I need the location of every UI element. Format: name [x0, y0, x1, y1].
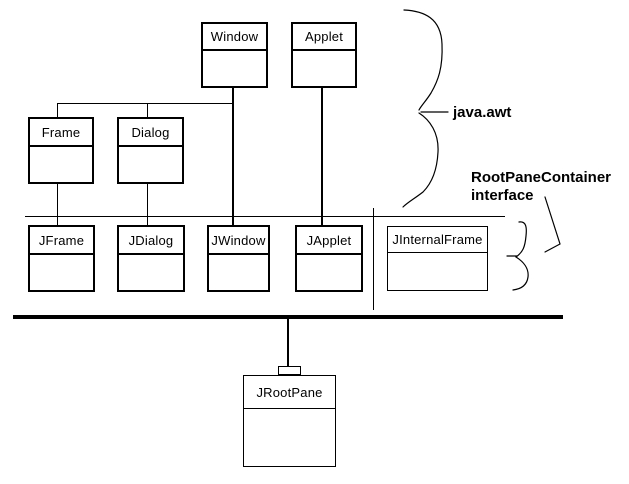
class-box-frame: Frame [28, 117, 94, 184]
rootpanecontainer-label-line2: interface [471, 187, 534, 204]
connector-window-children [57, 103, 233, 104]
class-box-jwindow: JWindow [207, 225, 270, 292]
jrootpane-attachment-rect [278, 366, 301, 375]
connector-applet-to-japplet [321, 88, 323, 225]
class-box-window: Window [201, 22, 268, 88]
class-box-jinternalframe: JInternalFrame [387, 226, 488, 291]
swing-row-line [25, 216, 505, 217]
java-awt-label: java.awt [453, 104, 512, 121]
rootpanecontainer-label: RootPaneContainer interface [471, 169, 611, 205]
class-name-dialog: Dialog [119, 119, 182, 147]
class-name-frame: Frame [30, 119, 92, 147]
connector-to-dialog [147, 103, 148, 117]
class-box-japplet: JApplet [295, 225, 363, 292]
separator-line [373, 208, 374, 310]
java-awt-brace [403, 9, 443, 111]
class-name-japplet: JApplet [297, 227, 361, 255]
class-box-dialog: Dialog [117, 117, 184, 184]
class-box-jframe: JFrame [28, 225, 95, 292]
rootpanecontainer-label-line1: RootPaneContainer [471, 169, 612, 186]
interface-pointer-line [544, 196, 561, 253]
class-box-jdialog: JDialog [117, 225, 185, 292]
class-name-applet: Applet [293, 24, 355, 51]
class-name-jinternalframe: JInternalFrame [388, 227, 487, 253]
class-name-jframe: JFrame [30, 227, 93, 255]
connector-frame-to-jframe [57, 184, 58, 225]
class-name-jrootpane: JRootPane [244, 376, 335, 409]
class-name-jwindow: JWindow [209, 227, 268, 255]
connector-to-frame [57, 103, 58, 117]
connector-dialog-to-jdialog [147, 184, 148, 225]
connector-bar-to-jrootpane [287, 319, 289, 367]
java-awt-brace-lower [402, 112, 439, 208]
class-box-jrootpane: JRootPane [243, 375, 336, 467]
connector-window-to-jwindow [232, 88, 234, 225]
class-name-window: Window [203, 24, 266, 51]
class-name-jdialog: JDialog [119, 227, 183, 255]
class-box-applet: Applet [291, 22, 357, 88]
interface-brace [512, 221, 529, 291]
containment-bar [13, 315, 563, 319]
